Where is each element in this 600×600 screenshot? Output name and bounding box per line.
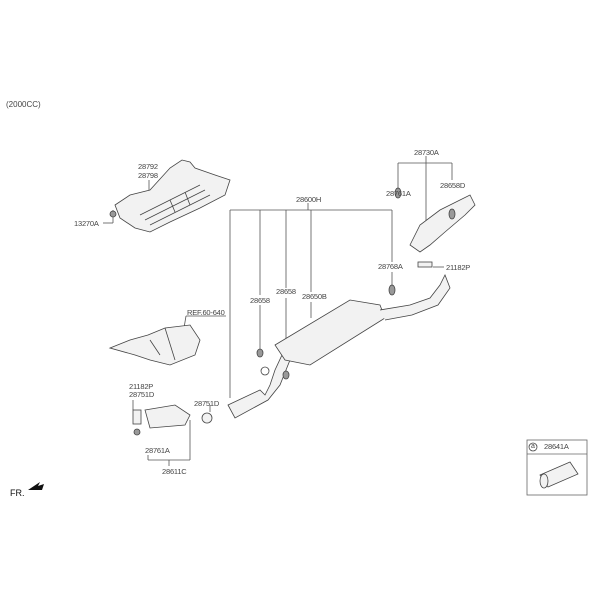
callout-marker: a [531, 443, 535, 450]
part-label[interactable]: 28751D [129, 390, 155, 399]
part-label[interactable]: 28751D [194, 399, 220, 408]
part-label[interactable]: 28768A [378, 262, 403, 271]
engine-variant-label: (2000CC) [6, 100, 41, 109]
rear-converter-part [394, 187, 476, 268]
front-direction-arrow-icon [28, 482, 44, 490]
front-pipe-part [132, 404, 213, 436]
callout-clamp-part [528, 442, 579, 489]
part-label[interactable]: 28611C [162, 467, 187, 476]
part-label[interactable]: 28730A [414, 148, 439, 157]
part-label[interactable]: 13270A [74, 219, 99, 228]
part-label[interactable]: 28658 [250, 296, 270, 305]
part-label[interactable]: 21182P [446, 263, 471, 272]
heat-protector-part [108, 324, 201, 366]
part-label[interactable]: 28658D [440, 181, 466, 190]
reference-label[interactable]: REF.60-640 [187, 308, 225, 317]
part-label[interactable]: 21182P [129, 382, 154, 391]
part-label[interactable]: 28792 [138, 162, 158, 171]
center-pipe-part [227, 349, 291, 419]
part-label[interactable]: 28641A [544, 442, 569, 451]
part-label[interactable]: 28650B [302, 292, 327, 301]
front-direction-label: FR. [10, 488, 25, 498]
muffler-part [256, 274, 451, 380]
part-label[interactable]: 28761A [145, 446, 170, 455]
under-cover-part [109, 159, 231, 233]
part-label[interactable]: 28798 [138, 171, 158, 180]
part-label[interactable]: 28761A [386, 189, 411, 198]
part-label[interactable]: 28658 [276, 287, 296, 296]
part-label[interactable]: 28600H [296, 195, 322, 204]
